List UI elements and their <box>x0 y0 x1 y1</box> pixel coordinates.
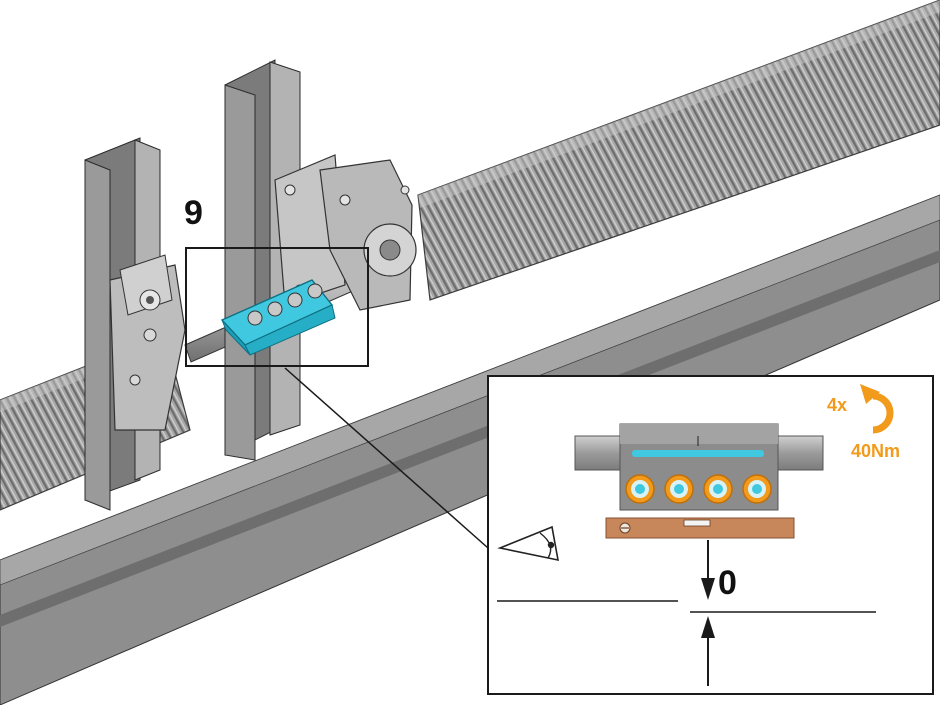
down-arrow <box>701 540 715 600</box>
torque-rotation-icon <box>860 384 894 434</box>
gap-value: 0 <box>718 564 737 602</box>
inset-level-plate <box>605 517 795 539</box>
up-arrow <box>701 616 715 686</box>
left-bearing-bracket <box>109 254 186 431</box>
right-bearing-bracket <box>274 154 417 311</box>
right-torsion-spring <box>417 0 940 301</box>
shaft-coupler <box>220 279 336 356</box>
inset-key-slot <box>632 450 764 457</box>
torque-value: 40Nm <box>851 441 901 461</box>
eye-icon <box>497 525 559 562</box>
step-number: 9 <box>184 194 203 232</box>
callout-frame <box>185 247 369 367</box>
torque-count: 4x <box>827 395 848 415</box>
inset-bolts <box>625 474 772 504</box>
callout-leader <box>284 367 489 549</box>
mounting-rail <box>0 194 940 705</box>
